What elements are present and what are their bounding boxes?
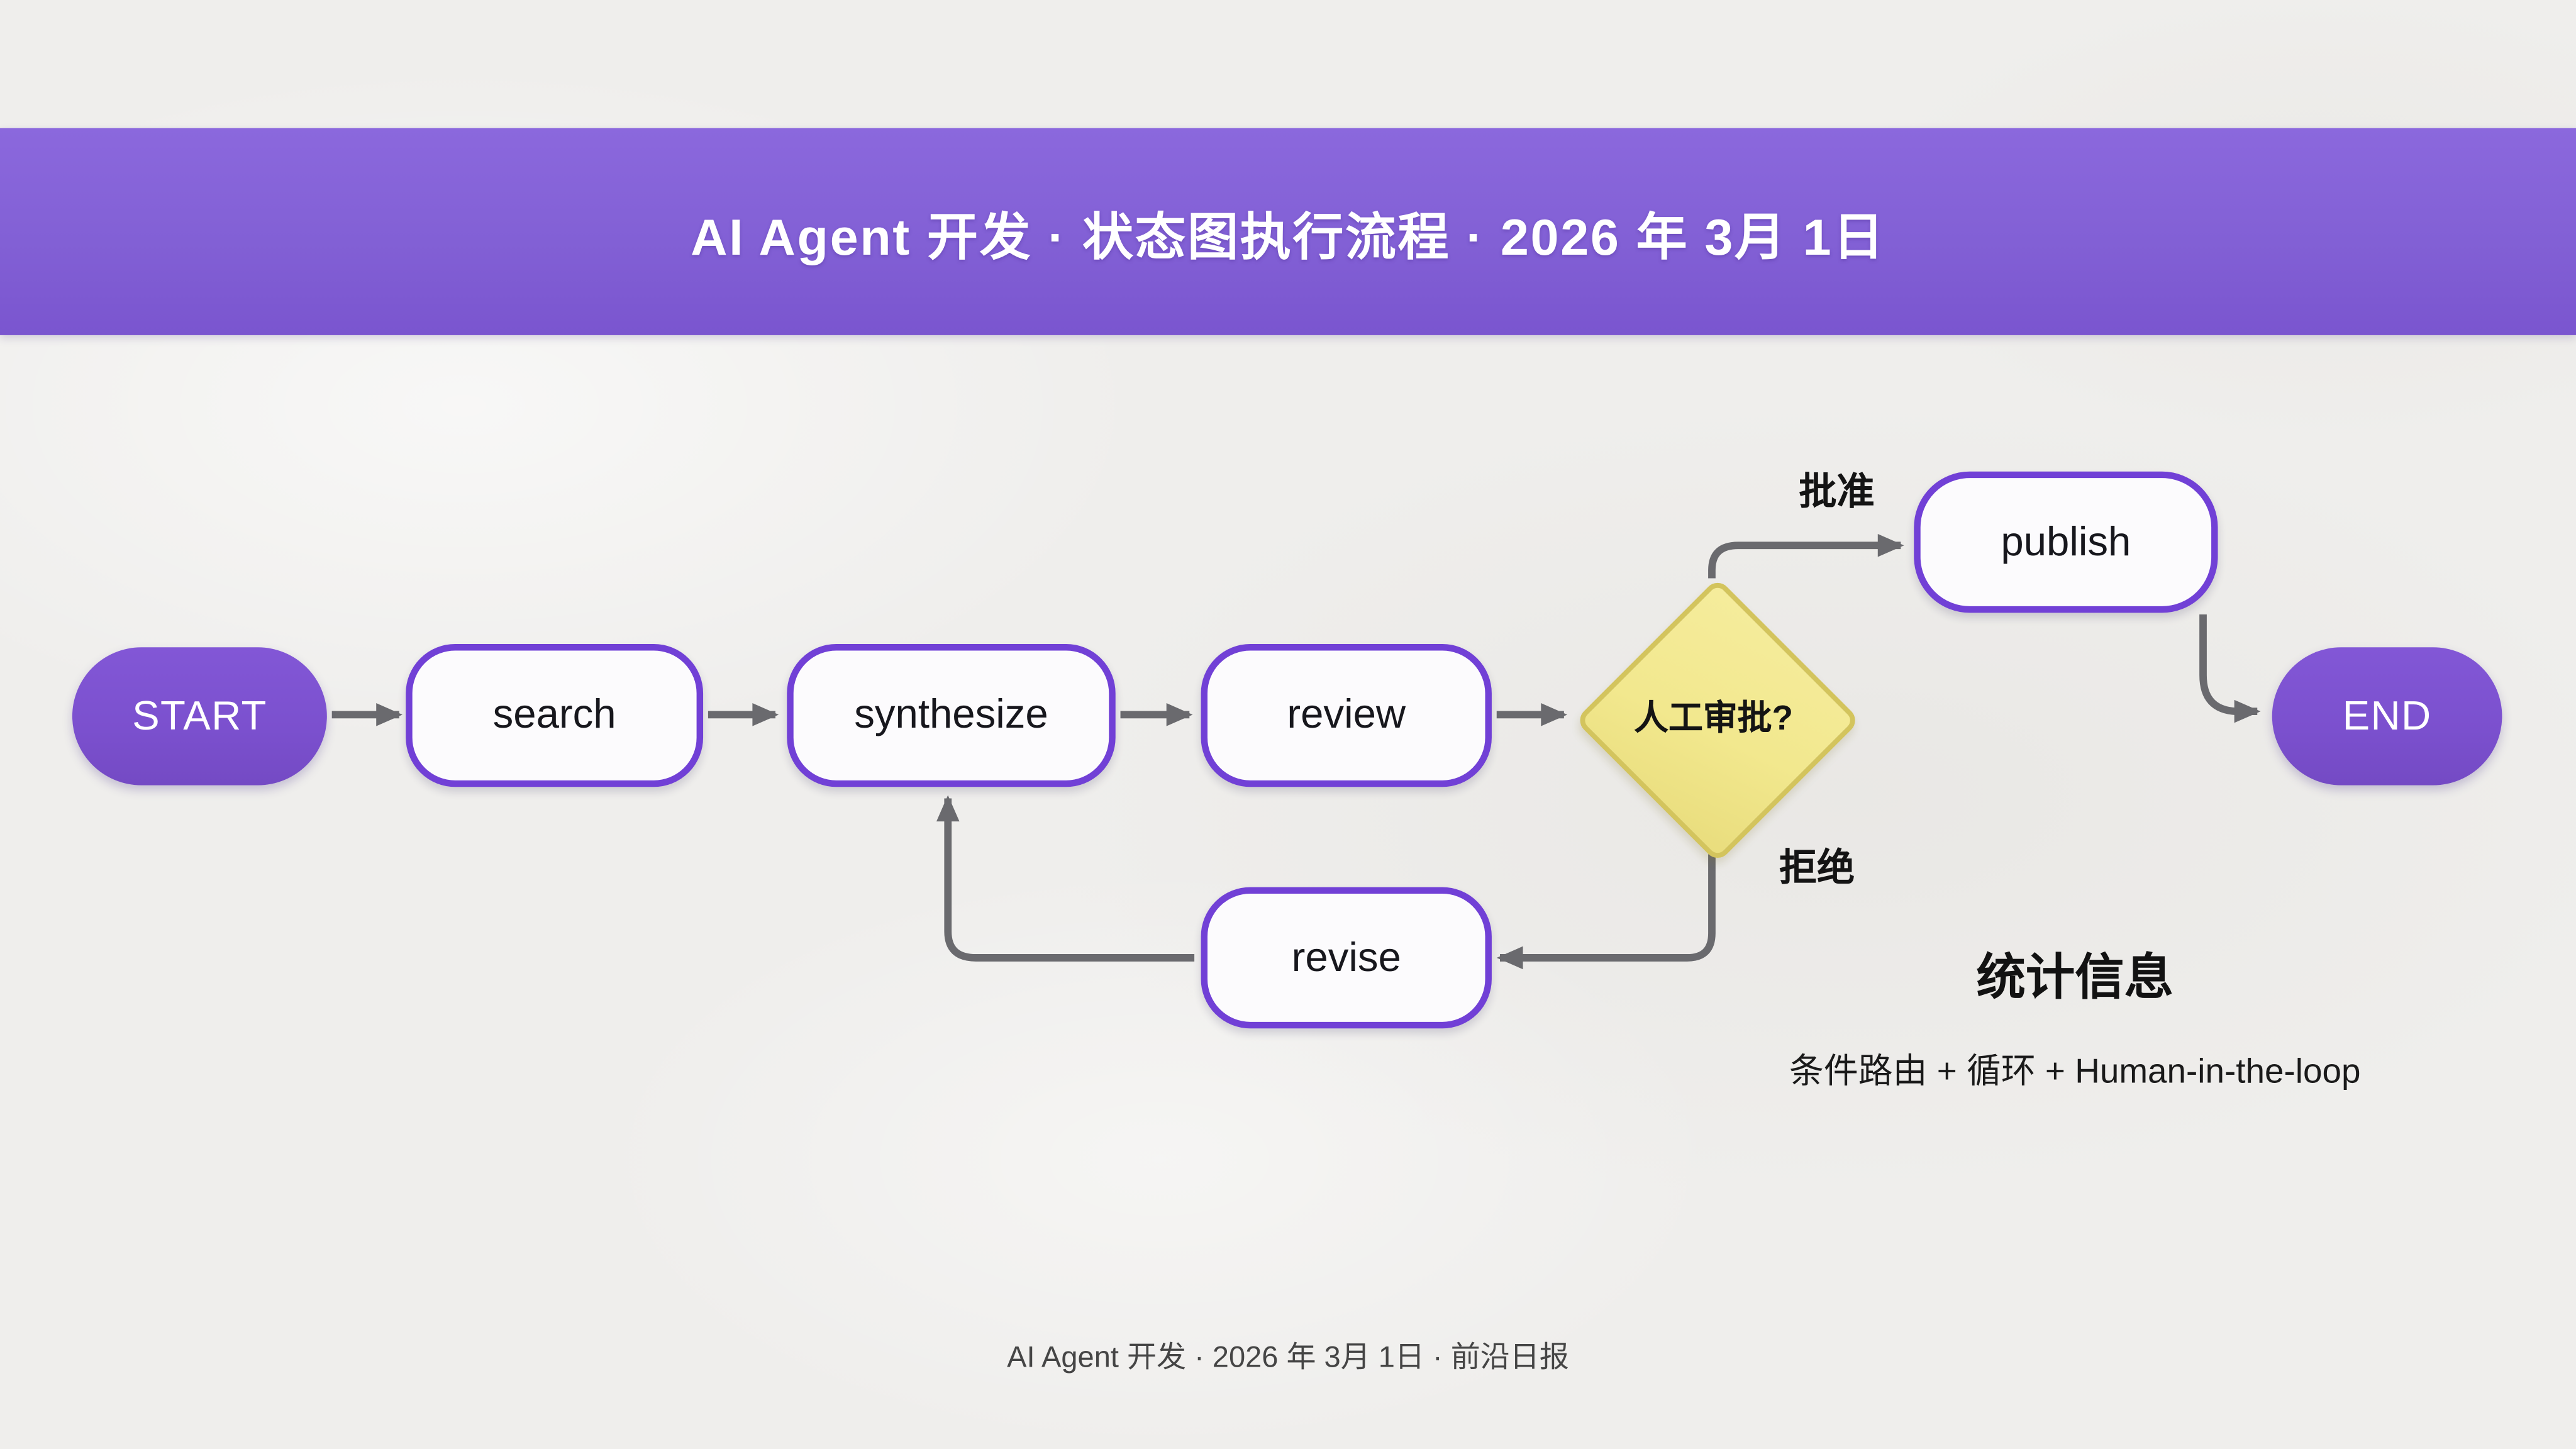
edge-label-approve: 批准 (1799, 470, 1875, 513)
edge-decision-publish-approve (1708, 533, 1904, 579)
edge-decision-revise-reject (1496, 854, 1716, 970)
node-end: END (2272, 647, 2502, 786)
node-publish-label: publish (2001, 518, 2131, 565)
footer-caption: AI Agent 开发 · 2026 年 3月 1日 · 前沿日报 (1007, 1340, 1569, 1374)
node-end-label: END (2342, 692, 2432, 739)
node-synthesize-label: synthesize (854, 691, 1048, 738)
node-synthesize: synthesize (787, 644, 1116, 787)
stats-block: 统计信息 (1977, 936, 2174, 1009)
node-start-label: START (132, 692, 267, 739)
node-decision-label: 人工审批? (1634, 699, 1794, 738)
node-revise: revise (1201, 887, 1492, 1029)
edge-label-reject: 拒绝 (1779, 846, 1855, 889)
stats-line: 条件路由 + 循环 + Human-in-the-loop (1789, 1053, 2361, 1091)
stats-title: 统计信息 (1976, 951, 2174, 1006)
node-search: search (406, 644, 704, 787)
node-review-label: review (1287, 691, 1406, 738)
page-title: AI Agent 开发 · 状态图执行流程 · 2026 年 3月 1日 (691, 208, 1885, 265)
node-revise-label: revise (1291, 934, 1401, 980)
header-banner: AI Agent 开发 · 状态图执行流程 · 2026 年 3月 1日 (0, 128, 2576, 335)
node-review: review (1201, 644, 1492, 787)
edge-revise-synthesize (936, 795, 1195, 962)
node-publish: publish (1914, 471, 2218, 613)
node-search-label: search (492, 691, 616, 738)
edge-publish-end (2199, 614, 2261, 723)
node-start: START (72, 647, 327, 786)
